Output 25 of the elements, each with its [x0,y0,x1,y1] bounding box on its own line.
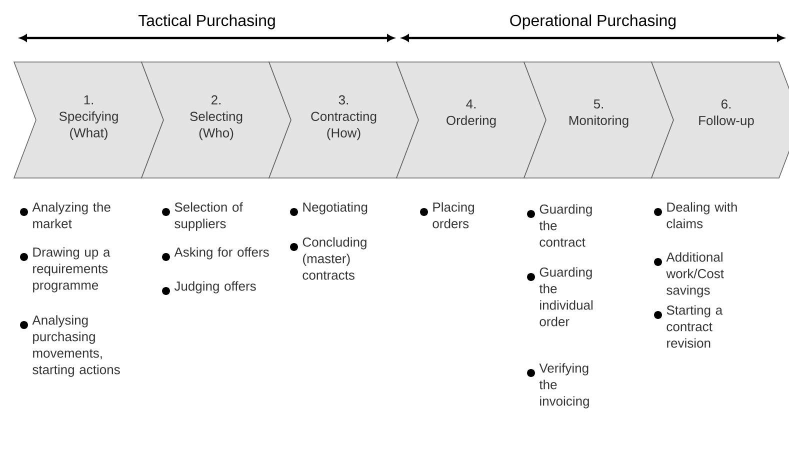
process-step: 4. Ordering [396,62,546,178]
node-label: 6. [721,99,730,109]
node-label: Follow-up [699,116,754,128]
bullet-item: Negotiating [290,202,368,216]
bullet-item: Placing orders [420,202,474,228]
bullet-item: Selection of suppliers [162,202,243,231]
section-title: Operational Purchasing [510,14,676,30]
bullet-item: Analysing purchasing movements, starting actions [20,315,120,377]
bullet-item: Guarding the individual order [527,267,593,326]
bullet-item: Drawing up a requirements programme [20,247,110,292]
bullet-item: Additional work/Cost savings [654,252,724,298]
process-step: 6. Follow-up [650,62,789,178]
process-step: 3. Contracting (How) [268,62,419,178]
process-step: 1. Specifying (What) [13,62,164,178]
bullet-item: Asking for offers [162,247,269,261]
section-title: Tactical Purchasing [138,14,275,30]
process-step: 5. Monitoring [523,62,674,178]
bullet-item: Concluding (master) contracts [290,237,366,280]
bullet-item: Judging offers [162,281,256,295]
bullet-item: Guarding the contract [527,204,592,247]
bullet-item: Analyzing the market [20,202,110,228]
bullet-item: Verifying the invoicing [527,363,589,408]
process-step: 2. Selecting (Who) [140,62,292,178]
bullet-item: Starting a contract revision [654,305,723,348]
bullet-item: Dealing with claims [654,202,737,228]
